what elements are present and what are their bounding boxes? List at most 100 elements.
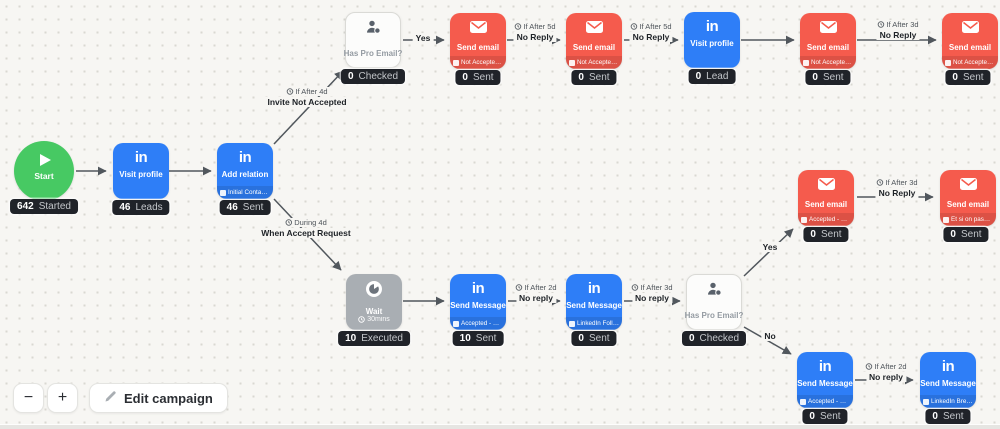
edge-label-no-right: No (761, 331, 779, 341)
edge-label-no-reply-r1: If After 3d No Reply (874, 178, 920, 198)
node-title: Send Message (566, 301, 622, 310)
envelope-icon (469, 20, 487, 38)
node-send-email-t3[interactable]: Send email Not Accepted - ... (800, 13, 856, 69)
linkedin-icon: in (471, 280, 485, 297)
node-title: Has Pro Email? (343, 49, 403, 58)
edge-label-invite-not-accepted: If After 4d Invite Not Accepted (264, 87, 350, 107)
linkedin-icon: in (238, 149, 252, 166)
template-icon (453, 320, 459, 327)
envelope-icon (819, 20, 837, 38)
node-send-email-t2[interactable]: Send email Not Accepted - ... (566, 13, 622, 69)
node-start[interactable]: Start (14, 141, 74, 201)
node-send-email-r2[interactable]: Send email Et si on passait ... (940, 170, 996, 226)
linkedin-icon: in (941, 358, 955, 375)
node-title: Send email (572, 43, 616, 52)
edge-label-yes-top: Yes (412, 33, 434, 43)
node-title: Start (34, 171, 54, 181)
template-icon (803, 59, 809, 66)
bottom-panel-edge (0, 424, 1000, 429)
node-title: Wait (365, 307, 383, 316)
edge-label-no-reply-t3: If After 3d No Reply (875, 20, 921, 40)
template-icon (569, 59, 575, 66)
node-subtitle: Accepted - Em... (798, 213, 854, 226)
node-title: Send Message (797, 379, 853, 388)
pencil-icon (104, 390, 117, 406)
node-subtitle: LinkedIn Break... (920, 395, 976, 408)
node-send-message-4[interactable]: in Send Message LinkedIn Break... (920, 352, 976, 408)
envelope-icon (817, 177, 835, 195)
node-subtitle: Initial Contact ... (217, 186, 273, 199)
template-icon (943, 216, 949, 223)
template-icon (800, 398, 806, 405)
node-send-message-3[interactable]: in Send Message Accepted - DM ... (797, 352, 853, 408)
template-icon (945, 59, 951, 66)
node-send-message-2[interactable]: in Send Message LinkedIn Follow... (566, 274, 622, 330)
user-check-icon (706, 282, 722, 302)
node-subtitle: 30mins (346, 316, 402, 323)
edge-label-no-reply-m2: If After 3d No reply (629, 283, 675, 303)
edge-label-yes-right: Yes (759, 242, 781, 252)
linkedin-icon: in (134, 149, 148, 166)
zoom-out-button[interactable]: − (13, 383, 44, 413)
node-has-pro-email-top[interactable]: Has Pro Email? (343, 12, 403, 68)
node-title: Send email (456, 43, 500, 52)
envelope-icon (961, 20, 979, 38)
node-add-relation[interactable]: in Add relation Initial Contact ... (217, 143, 273, 199)
envelope-icon (585, 20, 603, 38)
node-send-message-1[interactable]: in Send Message Accepted - DM ... (450, 274, 506, 330)
template-icon (801, 216, 807, 223)
node-subtitle: Not Accepted - ... (450, 56, 506, 69)
node-visit-profile-main[interactable]: in Visit profile (113, 143, 169, 199)
node-title: Send Message (920, 379, 976, 388)
node-title: Visit profile (119, 170, 163, 179)
node-has-pro-email-mid[interactable]: Has Pro Email? (685, 274, 743, 330)
edge-label-no-reply-m1: If After 2d No reply (513, 283, 559, 303)
node-subtitle: Accepted - DM ... (450, 317, 506, 330)
node-send-email-r1[interactable]: Send email Accepted - Em... (798, 170, 854, 226)
node-subtitle: Et si on passait ... (940, 213, 996, 226)
node-title: Visit profile (690, 39, 734, 48)
linkedin-icon: in (705, 18, 719, 35)
edge-label-when-accept-request: During 4d When Accept Request (258, 218, 354, 238)
edge-label-no-reply-t1: If After 5d No Reply (512, 22, 558, 42)
template-icon (453, 59, 459, 66)
node-visit-profile-top[interactable]: in Visit profile (684, 12, 740, 68)
template-icon (923, 398, 929, 405)
zoom-in-button[interactable]: + (47, 383, 78, 413)
node-send-email-t1[interactable]: Send email Not Accepted - ... (450, 13, 506, 69)
node-send-email-t4[interactable]: Send email Not Accepted - ... (942, 13, 998, 69)
user-check-icon (365, 20, 381, 40)
node-subtitle: Not Accepted - ... (942, 56, 998, 69)
node-title: Add relation (221, 170, 269, 179)
play-icon (40, 154, 51, 166)
edge-label-no-reply-t2: If After 5d No Reply (628, 22, 674, 42)
linkedin-icon: in (587, 280, 601, 297)
node-wait[interactable]: Wait 30mins (346, 274, 402, 330)
node-title: Send email (806, 43, 850, 52)
edit-campaign-button[interactable]: Edit campaign (89, 383, 228, 413)
node-subtitle: Not Accepted - ... (566, 56, 622, 69)
node-title: Send email (948, 43, 992, 52)
edit-campaign-label: Edit campaign (124, 390, 213, 406)
edge-label-no-reply-b1: If After 2d No reply (863, 362, 909, 382)
node-title: Send email (804, 200, 848, 209)
node-title: Send email (946, 200, 990, 209)
